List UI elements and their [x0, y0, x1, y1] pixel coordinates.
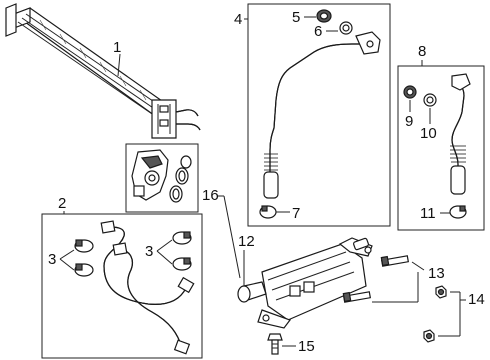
thermostat-housing-box [125, 143, 199, 213]
clamp-7 [259, 205, 277, 219]
callout-3-right: 3 [145, 243, 153, 260]
callout-6: 6 [314, 23, 322, 40]
upper-line-box [247, 3, 391, 227]
return-line-box [397, 65, 485, 231]
thermostat-housing [131, 149, 192, 203]
callout-12: 12 [238, 233, 255, 250]
leader-3-right [156, 239, 173, 252]
callout-16: 16 [202, 187, 219, 204]
leader-3-left-b [59, 258, 75, 271]
leader-1 [117, 53, 121, 77]
mounting-nuts [423, 285, 447, 343]
seal-9 [403, 85, 417, 99]
callout-5: 5 [292, 9, 300, 26]
callout-10: 10 [420, 125, 437, 142]
mounting-bolt [267, 333, 283, 355]
callout-7: 7 [292, 205, 300, 222]
callout-13: 13 [428, 265, 445, 282]
callout-4: 4 [234, 11, 242, 28]
callout-2: 2 [58, 195, 66, 212]
hose-clamps-left [74, 239, 94, 277]
leader-13-a [411, 261, 425, 271]
seal-5 [316, 9, 332, 23]
clamp-11 [449, 205, 467, 219]
mounting-studs [342, 255, 410, 303]
hose-clamps-right [172, 231, 192, 271]
seal-10 [423, 93, 437, 107]
fluid-cooler [237, 237, 373, 329]
transmission-cooler [5, 3, 201, 139]
callout-1: 1 [113, 39, 121, 56]
callout-15: 15 [298, 338, 315, 355]
callout-3-left: 3 [48, 251, 56, 268]
callout-9: 9 [405, 113, 413, 130]
leader-3-right-b [156, 250, 173, 265]
callout-14: 14 [468, 291, 485, 308]
callout-8: 8 [418, 43, 426, 60]
callout-11: 11 [420, 205, 436, 222]
cooler-return-line [450, 73, 471, 195]
cooler-inlet-line [263, 31, 381, 199]
leader-16-b [223, 195, 241, 279]
seal-6 [339, 21, 353, 35]
leader-3-left [59, 249, 75, 260]
cooler-hose-assembly [100, 220, 195, 355]
hose-assembly-box [41, 213, 203, 359]
